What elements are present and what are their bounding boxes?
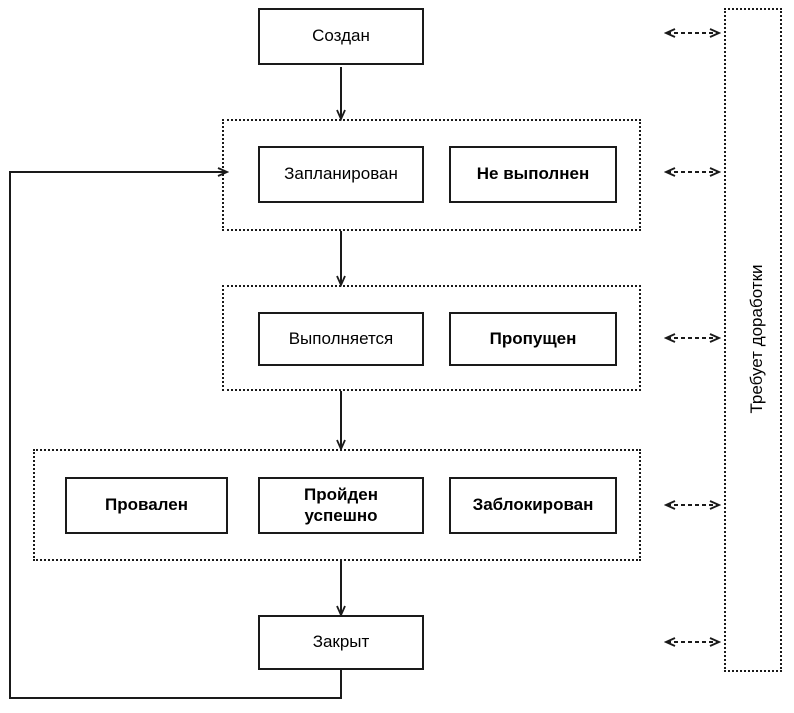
- state-node-skipped[interactable]: Пропущен: [449, 312, 617, 366]
- rework-panel: [724, 8, 782, 672]
- state-node-in-progress[interactable]: Выполняется: [258, 312, 424, 366]
- state-node-blocked[interactable]: Заблокирован: [449, 477, 617, 534]
- state-node-planned-label: Запланирован: [284, 164, 398, 184]
- state-node-created[interactable]: Создан: [258, 8, 424, 65]
- state-node-skipped-label: Пропущен: [489, 328, 577, 348]
- state-node-closed-label: Закрыт: [312, 632, 370, 652]
- state-node-not-executed[interactable]: Не выполнен: [449, 146, 617, 203]
- state-node-failed[interactable]: Провален: [65, 477, 228, 534]
- state-node-passed[interactable]: Пройден успешно: [258, 477, 424, 534]
- state-node-closed[interactable]: Закрыт: [258, 615, 424, 670]
- state-node-passed-label-line1: Пройден: [304, 485, 378, 505]
- state-node-not-executed-label: Не выполнен: [476, 164, 590, 184]
- state-node-passed-label-line2: успешно: [304, 505, 378, 525]
- state-node-in-progress-label: Выполняется: [288, 328, 394, 348]
- state-node-created-label: Создан: [312, 26, 370, 46]
- state-node-failed-label: Провален: [105, 495, 188, 515]
- state-node-blocked-label: Заблокирован: [472, 495, 594, 515]
- rework-panel-label: Требует доработки: [747, 264, 766, 414]
- state-node-planned[interactable]: Запланирован: [258, 146, 424, 203]
